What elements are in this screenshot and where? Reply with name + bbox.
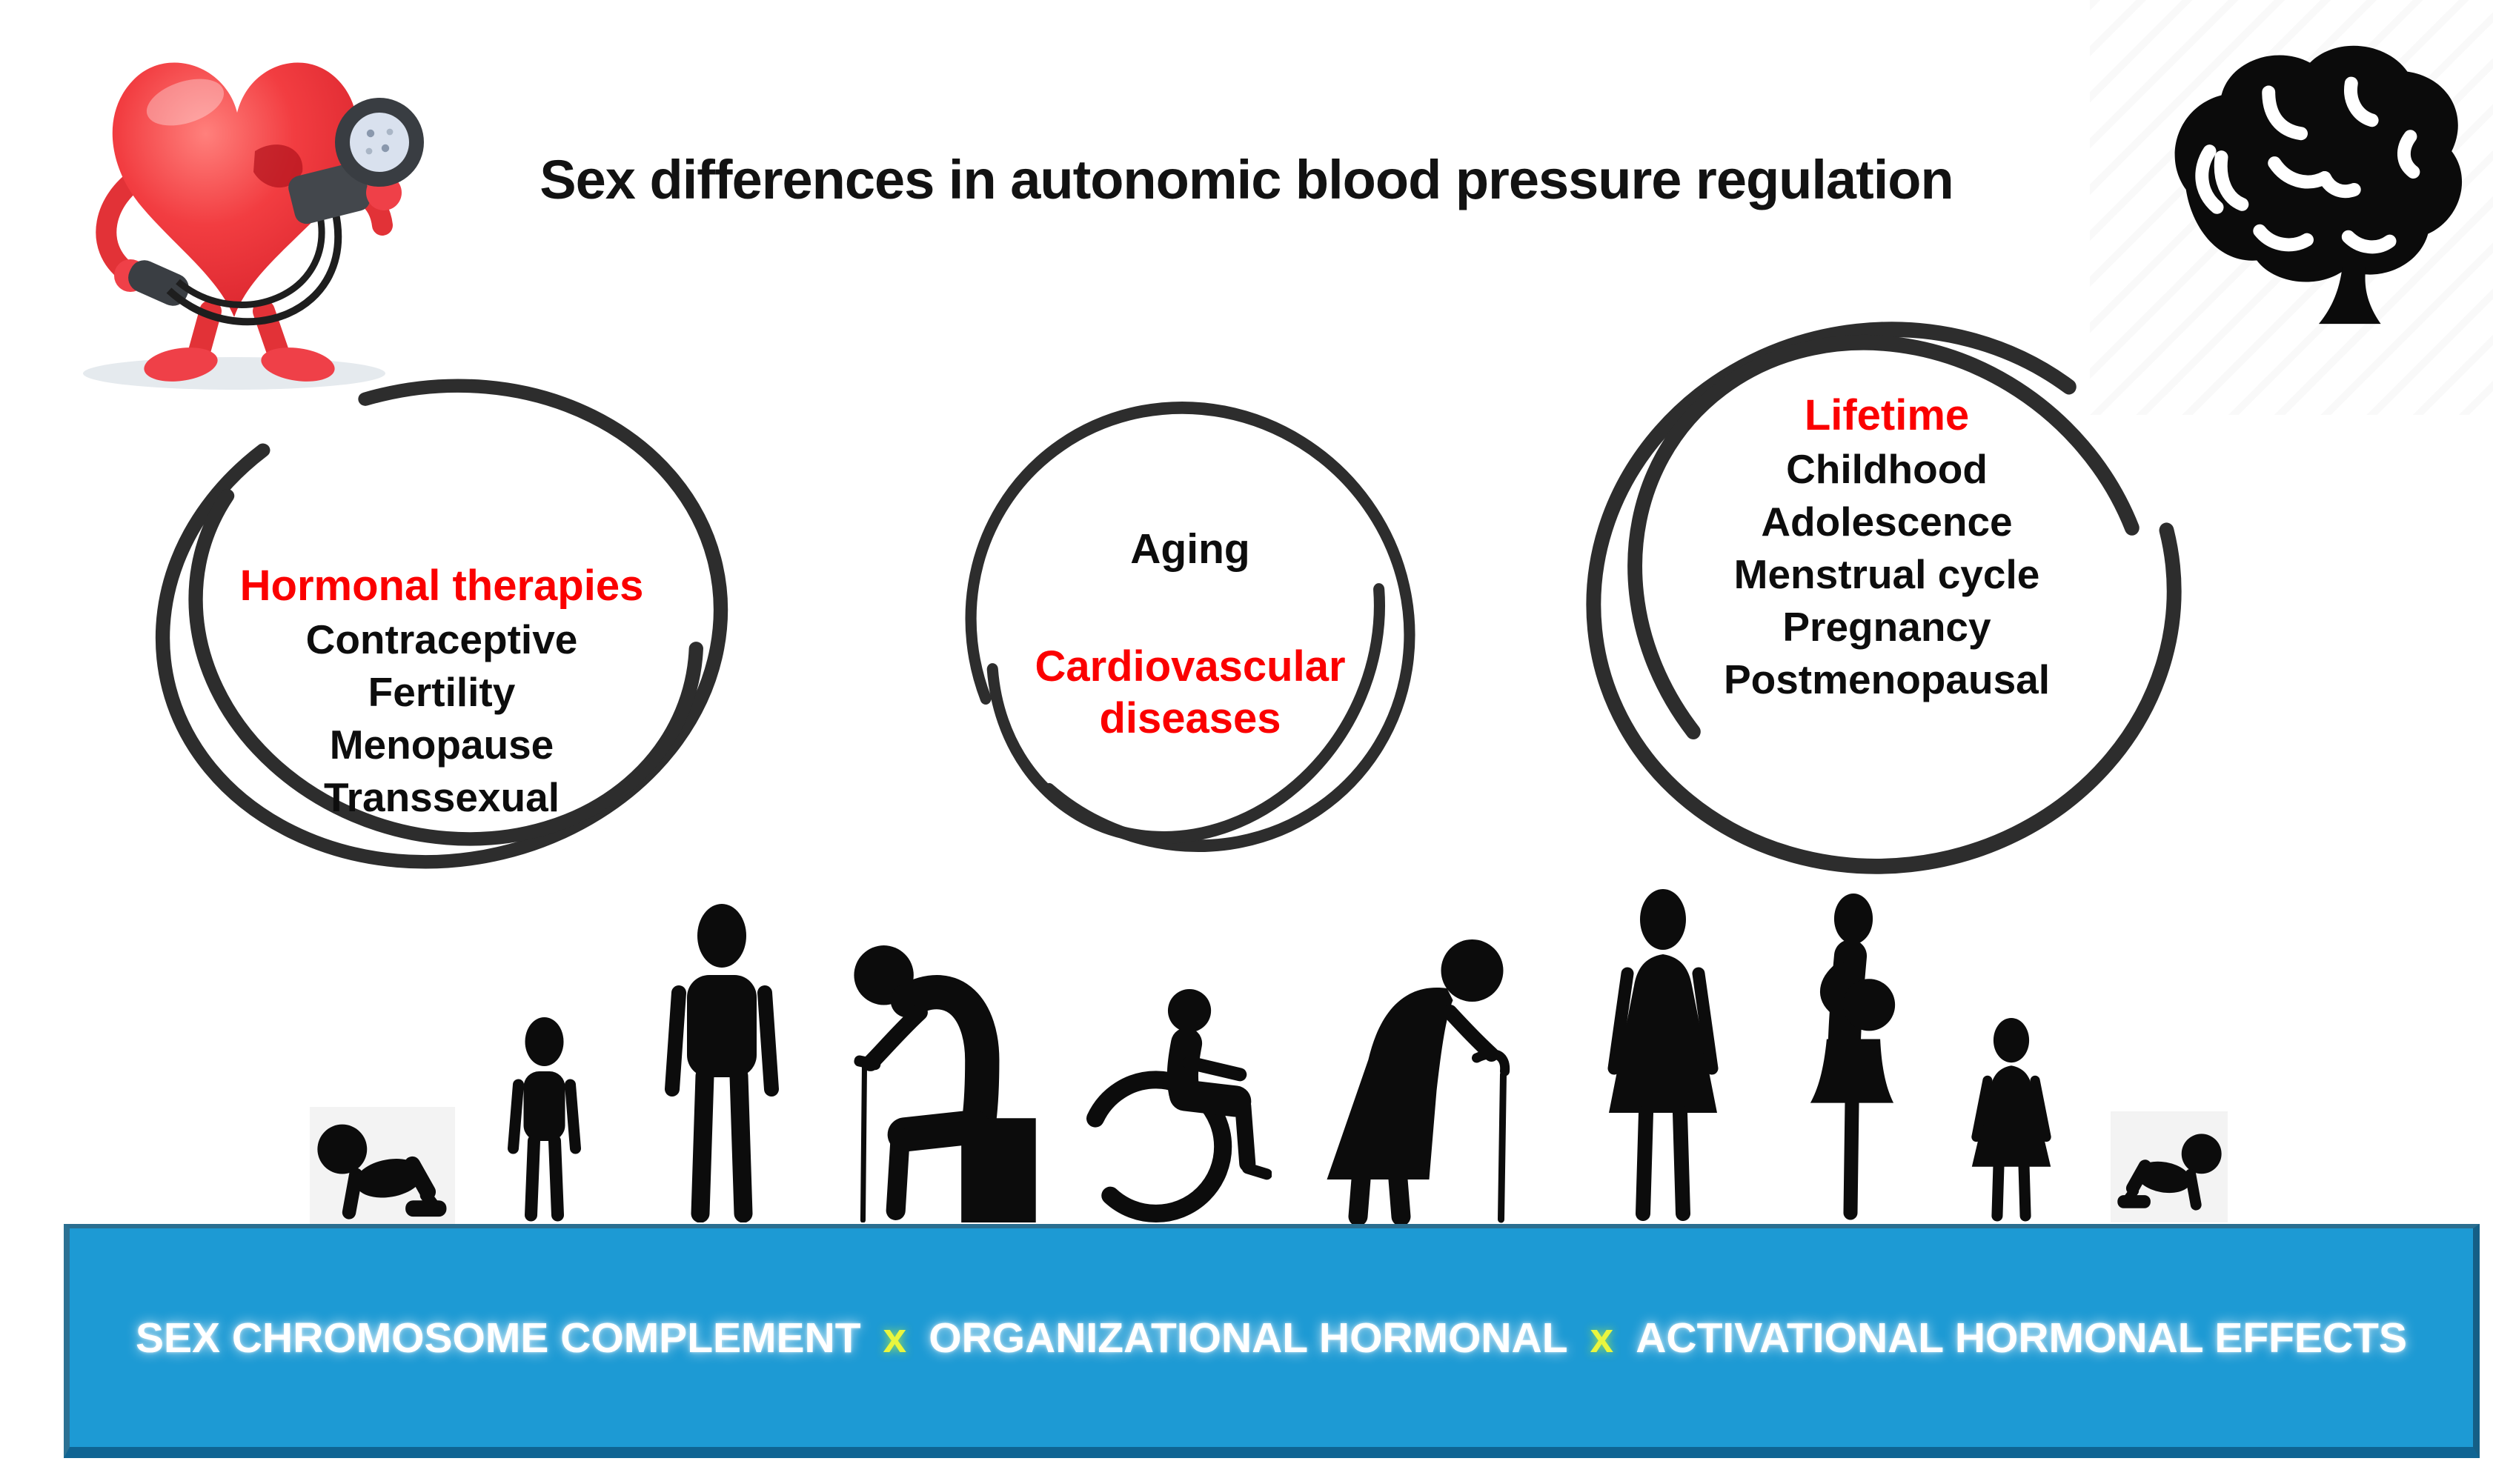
wheelchair-user-icon: [1085, 988, 1272, 1222]
elderly-man-seated-icon: [836, 939, 1038, 1222]
elderly-woman-cane-icon: [1319, 935, 1524, 1224]
bubble-hormonal-therapies: Hormonal therapies Contraceptive Fertili…: [141, 365, 743, 883]
adult-woman-icon: [1562, 889, 1764, 1222]
brain-icon: [2133, 9, 2487, 347]
adult-man-icon: [636, 904, 808, 1222]
young-girl-icon: [1940, 1018, 2082, 1222]
sketch-circle: [155, 379, 728, 869]
bubble-item: Transsexual: [324, 774, 560, 820]
heart-blood-pressure-mascot-icon: [44, 21, 430, 391]
pregnant-woman-icon: [1792, 892, 1912, 1222]
bubble-item: Postmenopausal: [1723, 656, 2051, 702]
bubble-heading: Lifetime: [1804, 391, 1970, 439]
bubble-item: Menstrual cycle: [1733, 551, 2040, 597]
bubble-item: Fertility: [368, 669, 516, 715]
sketch-circle: [965, 401, 1415, 853]
bubble-item: Pregnancy: [1782, 604, 1991, 650]
figure-title: Sex differences in autonomic blood press…: [540, 149, 1953, 210]
banner-segment-organizational: ORGANIZATIONAL HORMONAL: [929, 1314, 1568, 1362]
multiply-x-icon: x: [1590, 1314, 1614, 1362]
multiply-x-icon: x: [883, 1314, 907, 1362]
bubble-line-aging: Aging: [1130, 525, 1250, 573]
young-boy-icon: [483, 1015, 605, 1222]
crawling-baby-mirrored-icon: [2111, 1111, 2228, 1222]
bubble-item: Childhood: [1786, 446, 1988, 492]
banner-segment-activational: ACTIVATIONAL HORMONAL EFFECTS: [1636, 1314, 2408, 1362]
bubble-item: Menopause: [329, 722, 554, 768]
banner: SEX CHROMOSOME COMPLEMENT x ORGANIZATION…: [64, 1224, 2480, 1458]
crawling-baby-icon: [310, 1107, 455, 1224]
bubble-line-cardiovascular: Cardiovascular diseases: [1035, 642, 1346, 742]
bubble-heading: Hormonal therapies: [239, 562, 644, 610]
banner-segment-sex-chromosome: SEX CHROMOSOME COMPLEMENT: [135, 1314, 861, 1362]
bubble-aging-cardiovascular: Aging Cardiovascular diseases: [955, 391, 1426, 862]
bubble-item: Contraceptive: [305, 616, 578, 662]
bubble-item: Adolescence: [1761, 499, 2013, 545]
banner-text: SEX CHROMOSOME COMPLEMENT x ORGANIZATION…: [136, 1314, 2407, 1362]
